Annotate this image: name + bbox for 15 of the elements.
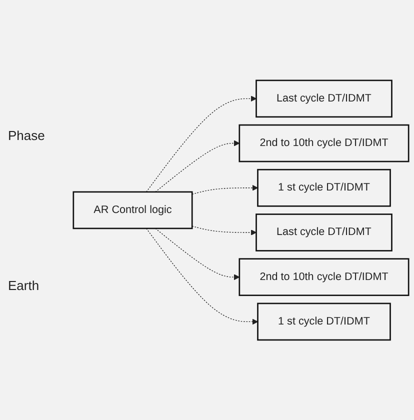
node-box: 1 st cycle DT/IDMT — [257, 302, 391, 340]
node-box: 2nd to 10th cycle DT/IDMT — [238, 124, 410, 162]
node-box: Last cycle DT/IDMT — [256, 213, 392, 252]
arrow — [146, 96, 257, 192]
arrow — [155, 228, 240, 280]
arrow — [155, 140, 240, 192]
bracket-label: Phase — [8, 128, 46, 142]
arrow — [192, 184, 258, 194]
node-box: 2nd to 10th cycle DT/IDMT — [238, 258, 410, 296]
node-box: Last cycle DT/IDMT — [256, 80, 392, 118]
arrow — [146, 228, 258, 324]
bracket-label: Earth — [8, 278, 40, 292]
node-box: 1 st cycle DT/IDMT — [257, 168, 391, 207]
node-box: AR Control logic — [72, 191, 193, 229]
arrow — [192, 226, 257, 236]
